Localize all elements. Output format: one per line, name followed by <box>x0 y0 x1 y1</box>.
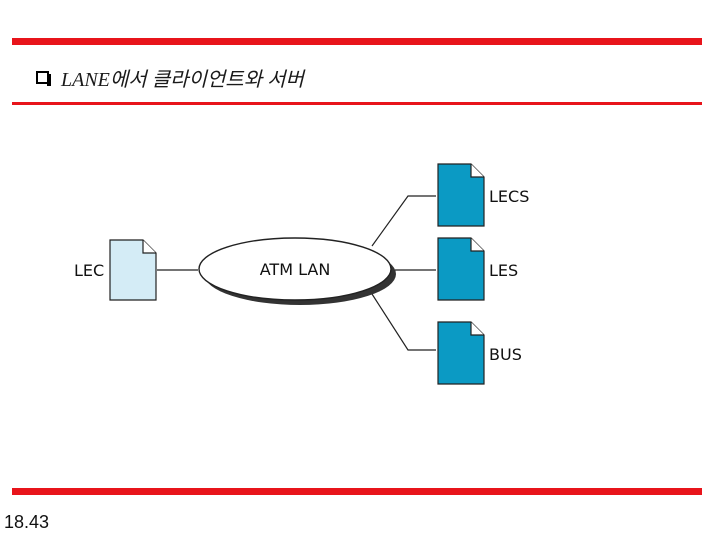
network-label: ATM LAN <box>260 260 331 279</box>
square-bullet-icon <box>36 70 51 86</box>
bottom-red-rule <box>12 488 702 495</box>
les-doc-icon <box>437 237 485 301</box>
title-underline-rule <box>12 102 702 105</box>
slide-number: 18.43 <box>4 512 50 532</box>
link-to-bus <box>371 293 436 351</box>
network-ellipse <box>198 237 392 301</box>
client-label: LEC <box>74 261 104 280</box>
lecs-doc-icon <box>437 163 485 227</box>
slide-title: LANE에서 클라이언트와 서버 <box>61 68 304 91</box>
bus-doc-icon <box>437 321 485 385</box>
top-red-rule <box>12 38 702 45</box>
server-label-les: LES <box>489 261 518 280</box>
server-label-lecs: LECS <box>489 187 529 206</box>
server-label-bus: BUS <box>489 345 522 364</box>
slide-title-row: LANE에서 클라이언트와 서버 <box>36 62 304 92</box>
client-doc-icon <box>109 239 157 301</box>
link-to-lecs <box>371 195 436 247</box>
